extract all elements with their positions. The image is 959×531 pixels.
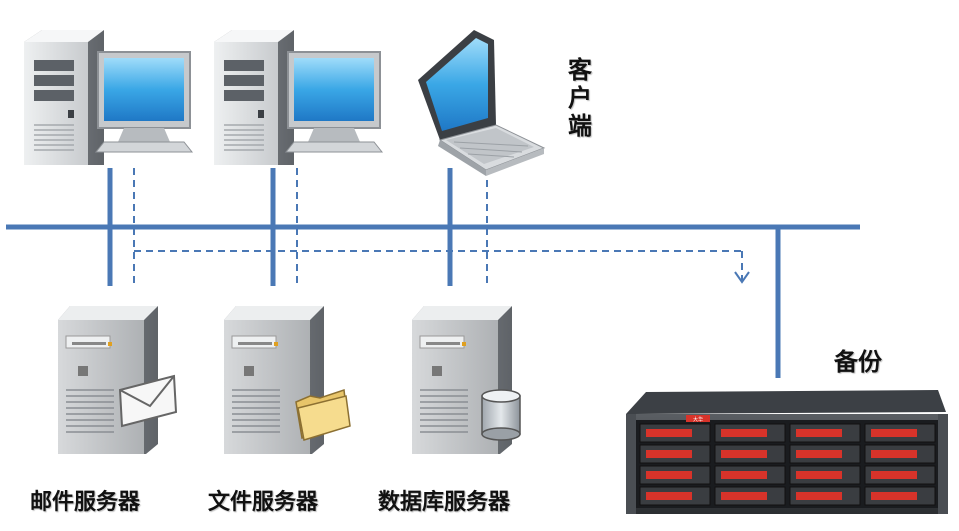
desktop-computer-icon <box>214 30 384 165</box>
mail-server-label: 邮件服务器 <box>30 490 141 515</box>
client-label: 客户端 <box>568 56 592 140</box>
laptop-icon <box>418 30 546 176</box>
drive-led <box>646 429 692 437</box>
file-server-icon <box>224 306 351 454</box>
drive-led <box>871 492 917 500</box>
mail-server-icon <box>58 306 178 454</box>
drive-led <box>721 429 767 437</box>
drive-led <box>796 450 842 458</box>
db-server-label: 数据库服务器 <box>378 490 511 515</box>
drive-led <box>871 471 917 479</box>
network-lines <box>6 168 860 378</box>
drive-led <box>721 471 767 479</box>
drive-led <box>721 450 767 458</box>
drive-led <box>796 429 842 437</box>
file-server-label: 文件服务器 <box>208 490 319 515</box>
drive-led <box>796 492 842 500</box>
backup-data-flow <box>133 168 743 286</box>
drive-led <box>871 450 917 458</box>
drive-led <box>796 471 842 479</box>
drive-led <box>646 450 692 458</box>
drive-led <box>646 492 692 500</box>
envelope-icon <box>118 374 178 428</box>
backup-label: 备份 <box>834 348 882 376</box>
drive-led <box>871 429 917 437</box>
desktop-computer-icon <box>24 30 194 165</box>
backup-brand-text: 大华 <box>693 416 703 423</box>
arrow-down-icon <box>734 271 750 284</box>
drive-led <box>646 471 692 479</box>
folder-icon <box>295 388 351 441</box>
database-server-icon <box>412 306 521 454</box>
database-cylinder-icon <box>481 389 521 441</box>
backup-storage-icon: 大华 <box>626 390 948 514</box>
drive-led <box>721 492 767 500</box>
